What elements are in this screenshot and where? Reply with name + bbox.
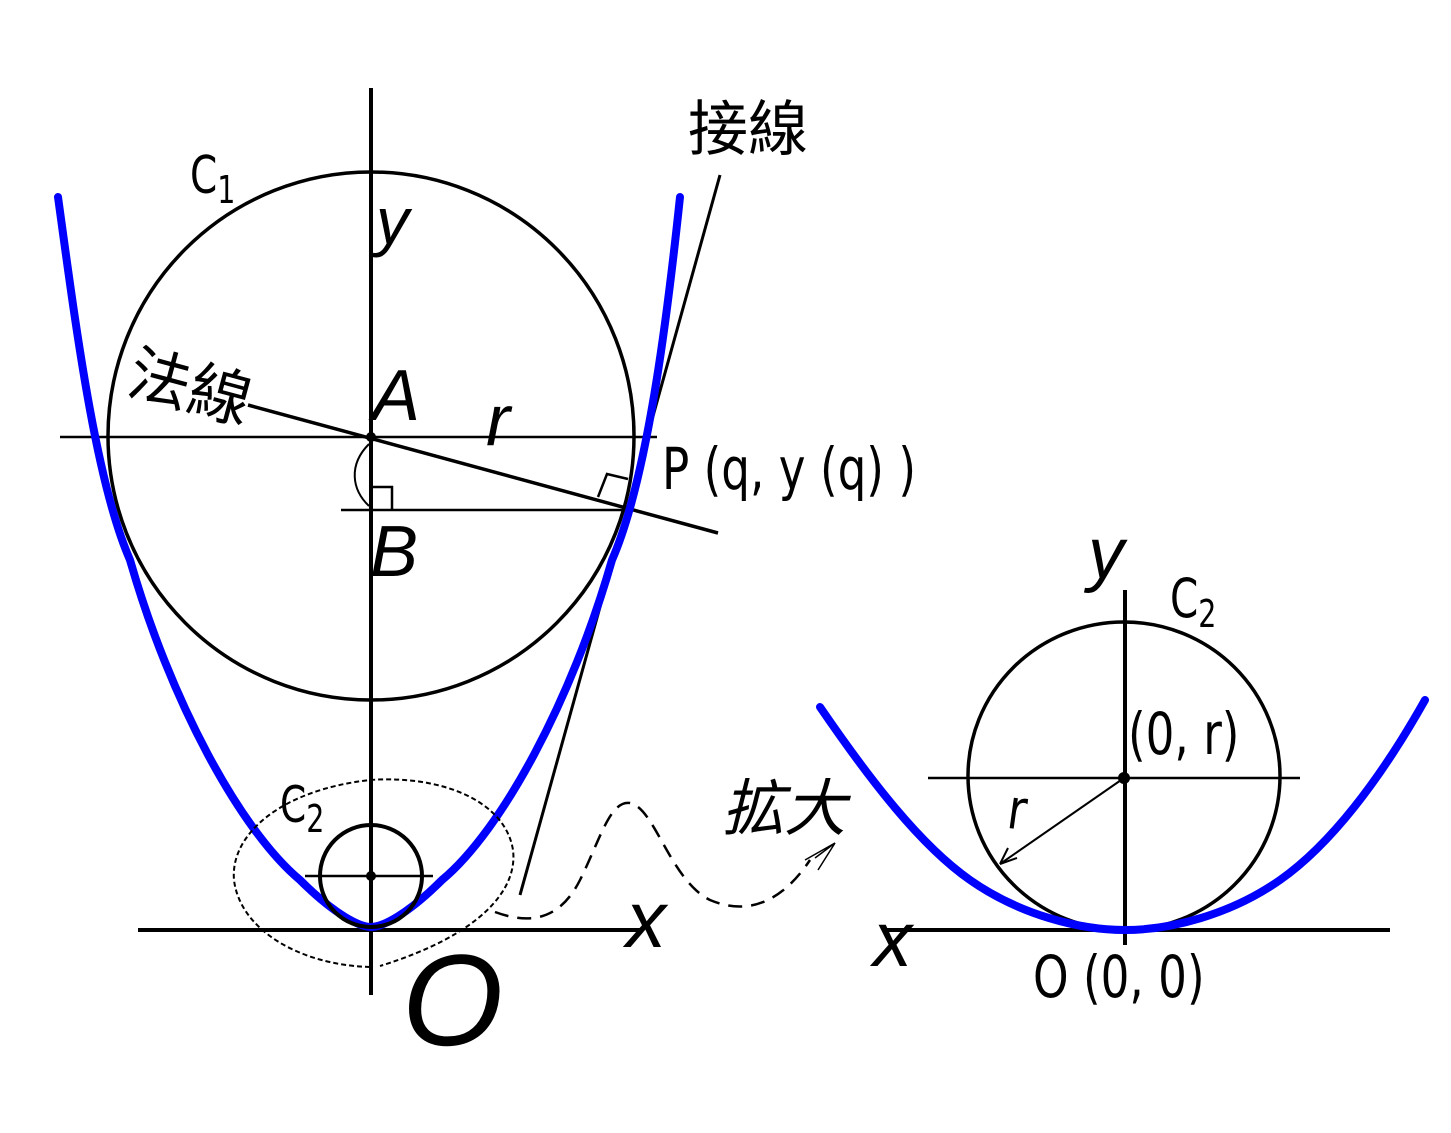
normal-line	[247, 403, 719, 535]
point-b-label: B	[370, 512, 419, 592]
radius-arrow-line	[999, 777, 1125, 865]
c2-small-center	[366, 871, 376, 881]
right-x-axis-label: x	[873, 895, 912, 983]
point-p-label: P (q, y (q) )	[662, 435, 916, 503]
circle-c2-label-left: C2	[280, 780, 324, 838]
circle-c1-label: C1	[190, 150, 235, 209]
parabola-right	[816, 696, 1429, 935]
magnify-arrow-icon	[804, 842, 836, 871]
magnify-connector	[494, 801, 812, 920]
magnify-region-outline	[232, 778, 515, 968]
circle-c2-subscript: 2	[306, 797, 325, 841]
point-a	[366, 432, 376, 442]
circle-c1-subscript: 1	[217, 168, 236, 212]
circle-c2-right-letter: C	[1170, 567, 1199, 630]
right-angle-p	[596, 472, 629, 498]
origin-label-left: O	[402, 927, 504, 1073]
circle-c2-label-right: C2	[1170, 572, 1216, 634]
right-y-axis-label: y	[1088, 514, 1124, 594]
radius-label-left: r	[486, 381, 510, 461]
circle-c2-letter: C	[280, 776, 307, 834]
left-y-axis-label: y	[376, 184, 409, 258]
center-label-right: (0, r)	[1128, 700, 1240, 768]
circle-c1-letter: C	[190, 146, 218, 206]
magnify-label: 拡大	[722, 772, 847, 845]
left-x-axis-label: x	[626, 875, 666, 964]
angle-arc-ab	[353, 443, 370, 507]
circle-c2-right-subscript: 2	[1198, 592, 1217, 636]
tangent-label: 接線	[688, 95, 808, 165]
point-a-label: A	[372, 356, 421, 436]
radius-arrow-head-icon	[999, 847, 1018, 865]
right-angle-b	[371, 485, 394, 510]
origin-label-right: O (0, 0)	[1033, 943, 1205, 1011]
